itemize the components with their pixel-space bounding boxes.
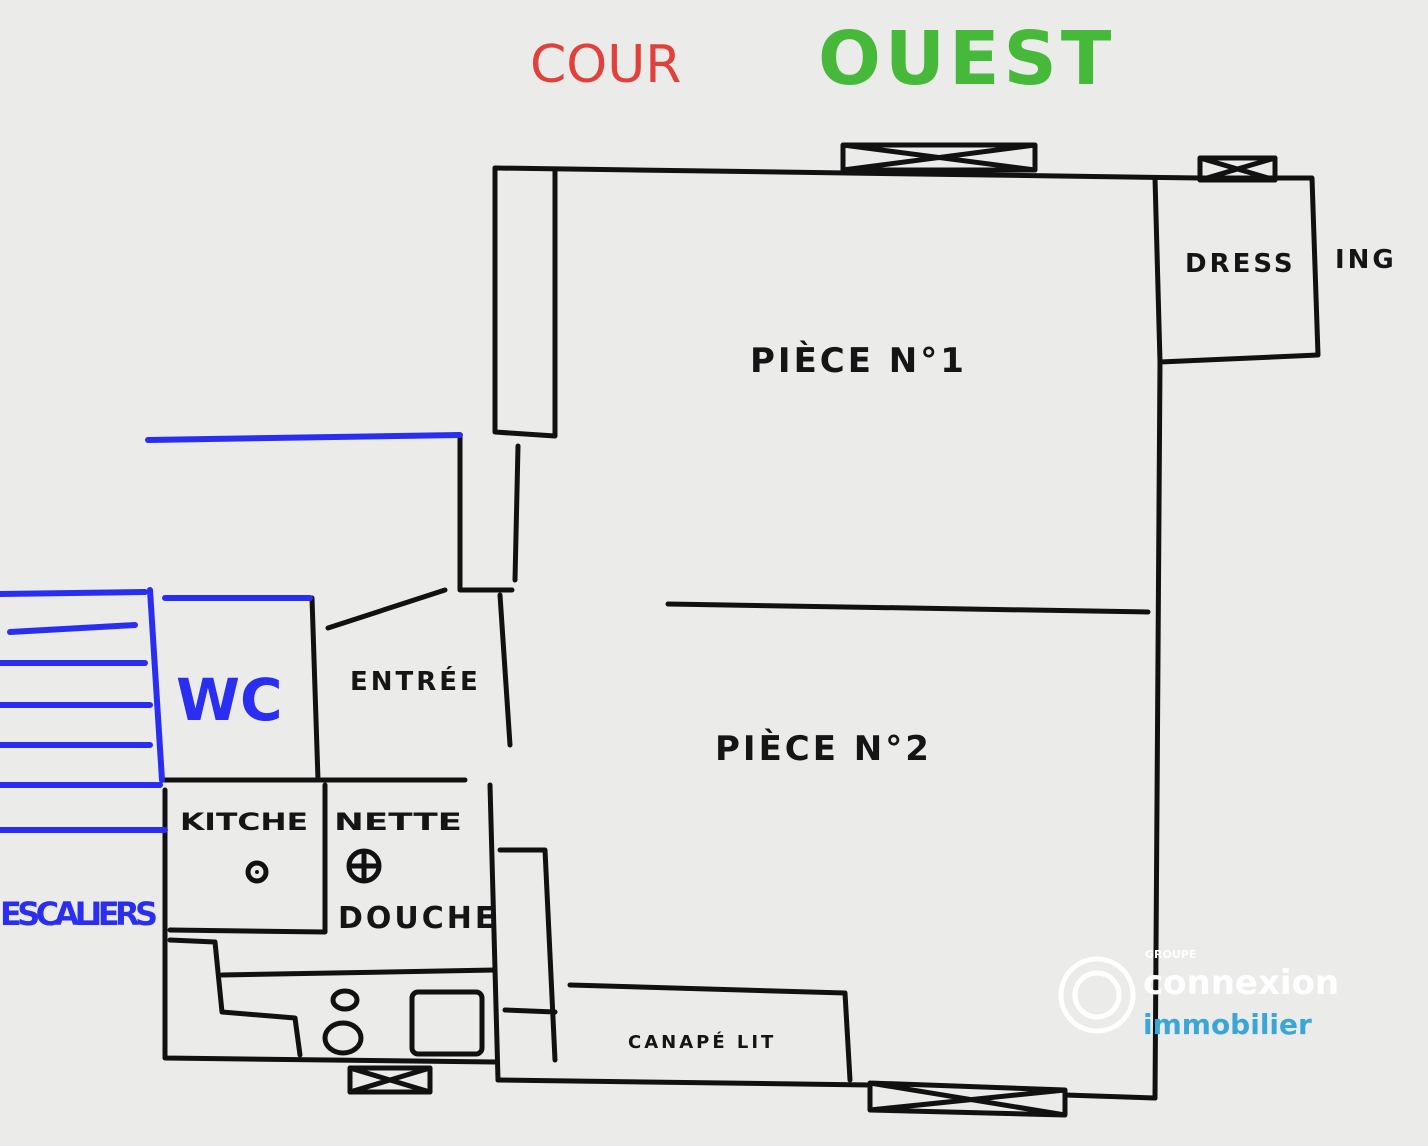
walls	[162, 165, 1321, 1101]
label-canape-lit: CANAPÉ LIT	[628, 1031, 776, 1053]
logo-groupe: GROUPE	[1145, 948, 1196, 961]
room-label-dressing-a: DRESS	[1185, 249, 1296, 279]
room-label-piece-1: PIÈCE N°1	[750, 340, 967, 381]
stove-icon	[245, 860, 269, 884]
stairs	[0, 432, 463, 833]
heading-ouest: OUEST	[818, 16, 1115, 102]
windows	[347, 142, 1278, 1118]
logo-sub: immobilier	[1143, 1008, 1312, 1041]
label-escaliers: ESCALIERS	[0, 895, 158, 933]
room-label-piece-2: PIÈCE N°2	[715, 728, 932, 769]
brand-logo: GROUPE connexion immobilier	[1058, 948, 1339, 1041]
room-label-dressing-b: ING	[1335, 245, 1397, 275]
logo-name: connexion	[1143, 963, 1339, 1003]
room-label-kitchenette-a: KITCHE	[180, 808, 308, 836]
room-label-kitchenette-b: NETTE	[334, 808, 462, 836]
room-label-wc: WC	[176, 666, 283, 734]
room-label-douche: DOUCHE	[338, 901, 498, 936]
heading-cour: COUR	[530, 35, 681, 95]
logo-icon	[1058, 956, 1136, 1034]
fixtures	[245, 848, 382, 884]
room-label-entree: ENTRÉE	[350, 665, 481, 697]
